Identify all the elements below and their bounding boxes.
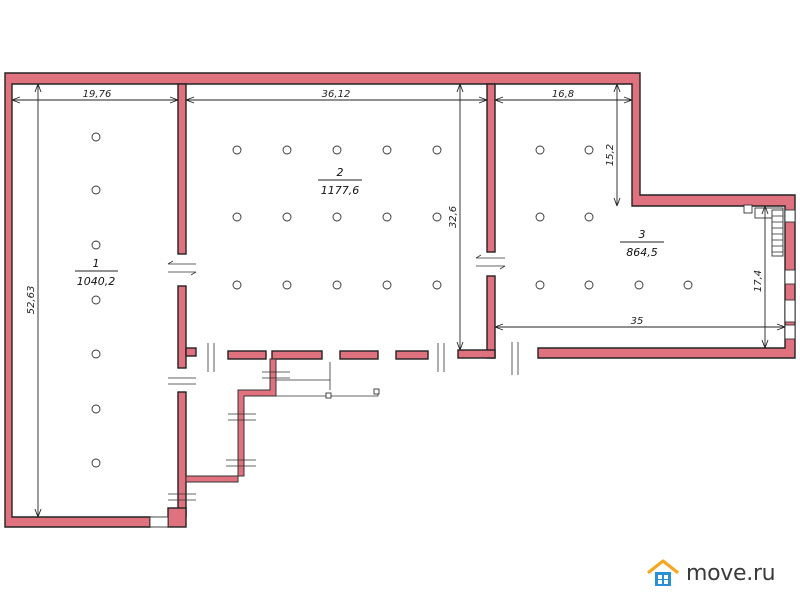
dim-room2-depth: 32,6 <box>448 206 459 228</box>
facade-seg-2 <box>271 350 323 360</box>
dim-room2-width: 36,12 <box>322 89 351 100</box>
window-right-4 <box>784 324 796 340</box>
window-bottom-left <box>149 516 169 528</box>
wall-1-2-upper <box>177 83 187 255</box>
dimension-lines <box>11 83 786 518</box>
dim-room3-depth: 17,4 <box>753 270 764 292</box>
brand-name: move.ru <box>686 560 776 586</box>
wall-1-2-bottom <box>177 391 187 518</box>
window-right-1 <box>784 209 796 223</box>
vestibule-wall <box>185 358 277 483</box>
wall-2-3-upper <box>486 83 496 253</box>
dim-room1-width: 19,76 <box>83 89 112 100</box>
room3-area: 864,5 <box>626 246 658 259</box>
wall-2-3-foot <box>457 349 496 359</box>
room2-number: 2 <box>337 166 344 179</box>
window-right-3 <box>784 299 796 323</box>
room3-number: 3 <box>639 228 646 241</box>
dim-room3-length: 35 <box>631 316 644 327</box>
facade-seg-1 <box>227 350 267 360</box>
brand-logo[interactable]: move.ru <box>646 556 776 590</box>
stairs <box>743 204 784 257</box>
facade-seg-4 <box>395 350 429 360</box>
window-right-2 <box>784 269 796 285</box>
house-icon <box>647 559 679 586</box>
wall-1-2-stub <box>185 347 197 357</box>
light-fixtures <box>91 132 693 468</box>
wall-1-2-lower <box>177 285 187 369</box>
wall-1-2-base <box>167 507 187 528</box>
facade-seg-3 <box>339 350 379 360</box>
outer-wall <box>4 72 796 528</box>
room1-number: 1 <box>93 257 100 270</box>
room1-area: 1040,2 <box>77 275 116 288</box>
dim-room3-width: 16,8 <box>552 89 574 100</box>
room2-area: 1177,6 <box>321 184 360 197</box>
dim-room3-niche: 15,2 <box>605 144 616 166</box>
dim-room1-length: 52,63 <box>26 286 37 315</box>
wall-2-3-lower <box>486 275 496 359</box>
opening-markers <box>167 254 519 501</box>
